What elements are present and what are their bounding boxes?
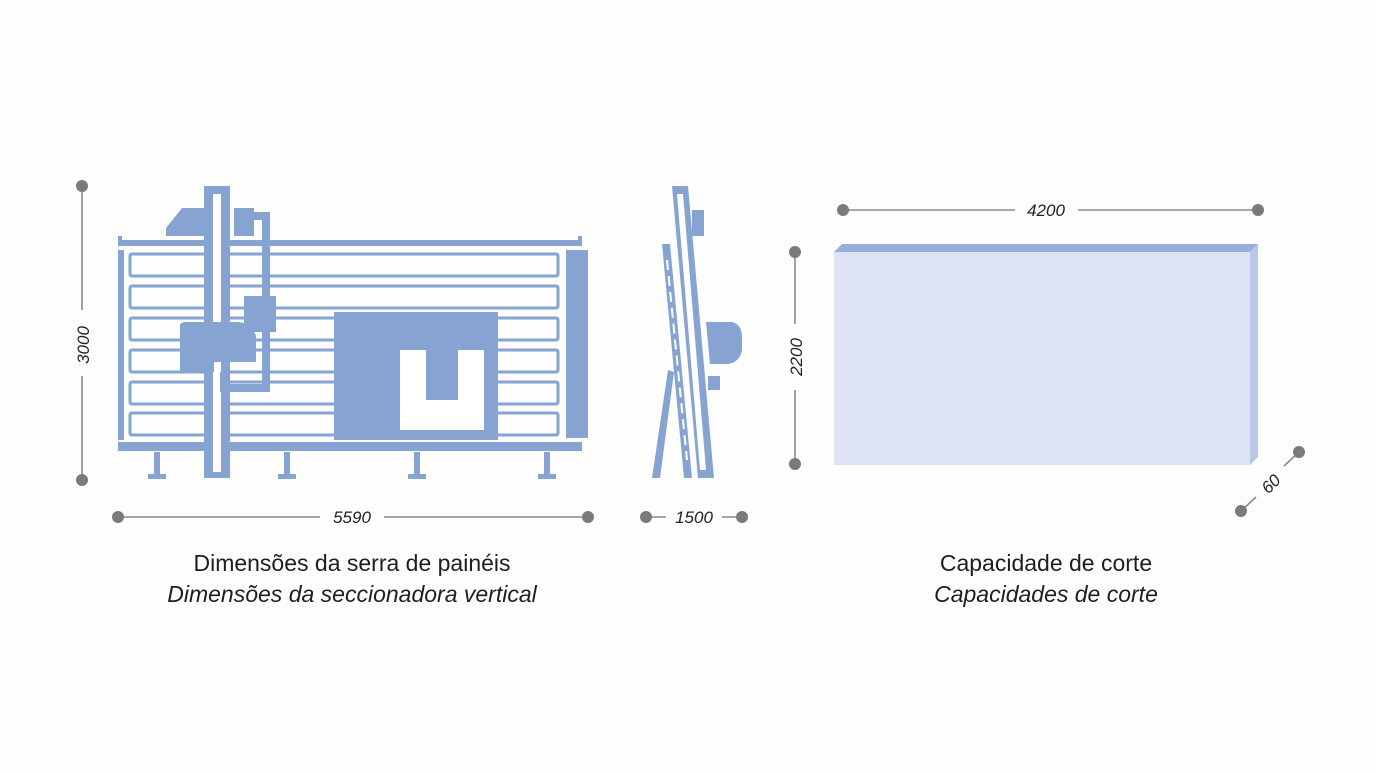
panel-caption-main: Capacidade de corte [939, 550, 1153, 576]
cable-loop-lower [220, 294, 270, 392]
motor-plate [244, 296, 276, 332]
machine-feet [148, 452, 556, 479]
panel-cutting-capacity [834, 244, 1258, 465]
saw-carriage [180, 322, 256, 372]
cable-loop [252, 212, 270, 294]
machine-height-label: 3000 [74, 326, 93, 364]
panel-top-edge [834, 244, 1258, 252]
machine-side-view [652, 186, 742, 478]
bottom-rail [118, 442, 582, 451]
machine-width-label: 5590 [333, 508, 371, 527]
dimension-dot [837, 204, 849, 216]
side-lower-bracket [708, 376, 720, 390]
panel-height-label: 2200 [787, 338, 806, 377]
panel-caption-sub: Capacidades de corte [934, 581, 1158, 607]
dimension-dot [736, 511, 748, 523]
dimension-dot [582, 511, 594, 523]
beam-top-head [166, 208, 205, 236]
top-rail [118, 240, 582, 246]
u-emblem-icon [400, 350, 484, 430]
panel-caption: Capacidade de corte Capacidades de corte [866, 548, 1226, 610]
right-end-column [566, 250, 588, 438]
left-end-post [118, 250, 124, 440]
machine-caption-main: Dimensões da serra de painéis [193, 550, 511, 576]
machine-caption-sub: Dimensões da seccionadora vertical [167, 581, 537, 607]
dimension-dot [1252, 204, 1264, 216]
side-frame-slot [666, 259, 688, 461]
side-rear-strut [652, 370, 674, 478]
control-cabinet [334, 312, 498, 440]
panel-length-label: 4200 [1027, 201, 1065, 220]
panel-height-dimension: 2200 [783, 246, 807, 470]
machine-width-dimension: 5590 [112, 508, 594, 527]
dimension-dot [76, 180, 88, 192]
side-column-slot [677, 194, 706, 470]
panel-length-dimension: 4200 [837, 201, 1264, 220]
beam-top-block [234, 208, 254, 236]
dimension-dot [1293, 446, 1305, 458]
top-rail-end-right [578, 236, 582, 244]
top-rail-end-left [118, 236, 122, 244]
dimension-dot [112, 511, 124, 523]
panel-face [834, 252, 1250, 465]
panel-thickness-label: 60 [1258, 470, 1285, 497]
machine-depth-label: 1500 [675, 508, 713, 527]
dimension-dot [789, 458, 801, 470]
side-motor-box [706, 322, 742, 364]
machine-height-dimension: 3000 [70, 180, 94, 486]
machine-depth-dimension: 1500 [640, 508, 748, 527]
dimension-dot [76, 474, 88, 486]
machine-caption: Dimensões da serra de painéis Dimensões … [132, 548, 572, 610]
dimension-dot [640, 511, 652, 523]
side-top-bracket [692, 210, 704, 236]
panel-side-edge [1250, 244, 1258, 465]
machine-front-view [118, 186, 588, 479]
dimension-dot [1235, 505, 1247, 517]
dimension-dot [789, 246, 801, 258]
